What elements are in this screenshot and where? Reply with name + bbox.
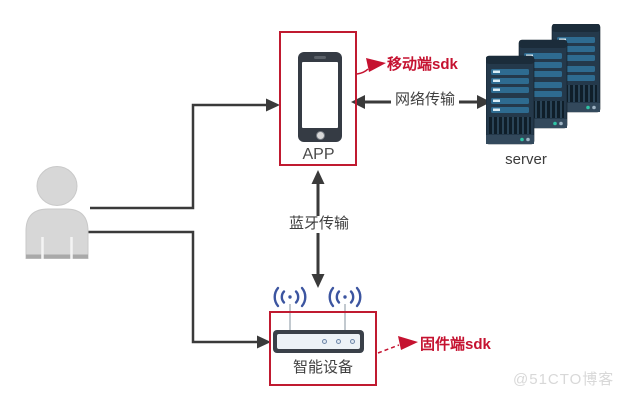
bluetooth-transfer-label: 蓝牙传输 (285, 215, 354, 233)
wifi-signal-icon (273, 286, 307, 308)
arrowhead-icon (477, 95, 491, 109)
user-to-app-connector (90, 98, 280, 210)
arrowhead-icon (311, 274, 325, 288)
mobile-sdk-annotation: 移动端sdk (387, 56, 458, 73)
device-label: 智能设备 (292, 359, 353, 376)
router-indicator-dot (336, 339, 341, 344)
smart-device-router-icon (273, 330, 364, 353)
mobile-sdk-leader-arrow (356, 58, 386, 75)
arrowhead-icon (398, 336, 418, 350)
app-label: APP (302, 146, 335, 163)
wifi-signal-icon (328, 286, 362, 308)
router-indicator-dot (322, 339, 327, 344)
arrowhead-icon (266, 98, 280, 112)
firmware-sdk-leader-arrow (377, 336, 418, 354)
network-transfer-label: 网络传输 (391, 91, 460, 109)
person-icon (25, 166, 89, 259)
router-face (277, 334, 360, 349)
phone-speaker-icon (314, 56, 326, 59)
server-stack-icon (486, 24, 601, 145)
arrowhead-icon (311, 170, 325, 184)
user-to-device-connector (88, 230, 271, 349)
server-label: server (505, 151, 547, 168)
device-highlight-box (269, 311, 377, 386)
watermark: @51CTO博客 (513, 371, 615, 388)
phone-screen (302, 62, 338, 128)
app-highlight-box (279, 31, 357, 166)
router-indicator-dot (350, 339, 355, 344)
phone-home-button-icon (315, 131, 325, 140)
arrowhead-icon (351, 95, 365, 109)
arrowhead-icon (366, 58, 386, 72)
smartphone-icon (298, 52, 342, 142)
firmware-sdk-annotation: 固件端sdk (420, 336, 491, 353)
arrowhead-icon (257, 335, 271, 349)
